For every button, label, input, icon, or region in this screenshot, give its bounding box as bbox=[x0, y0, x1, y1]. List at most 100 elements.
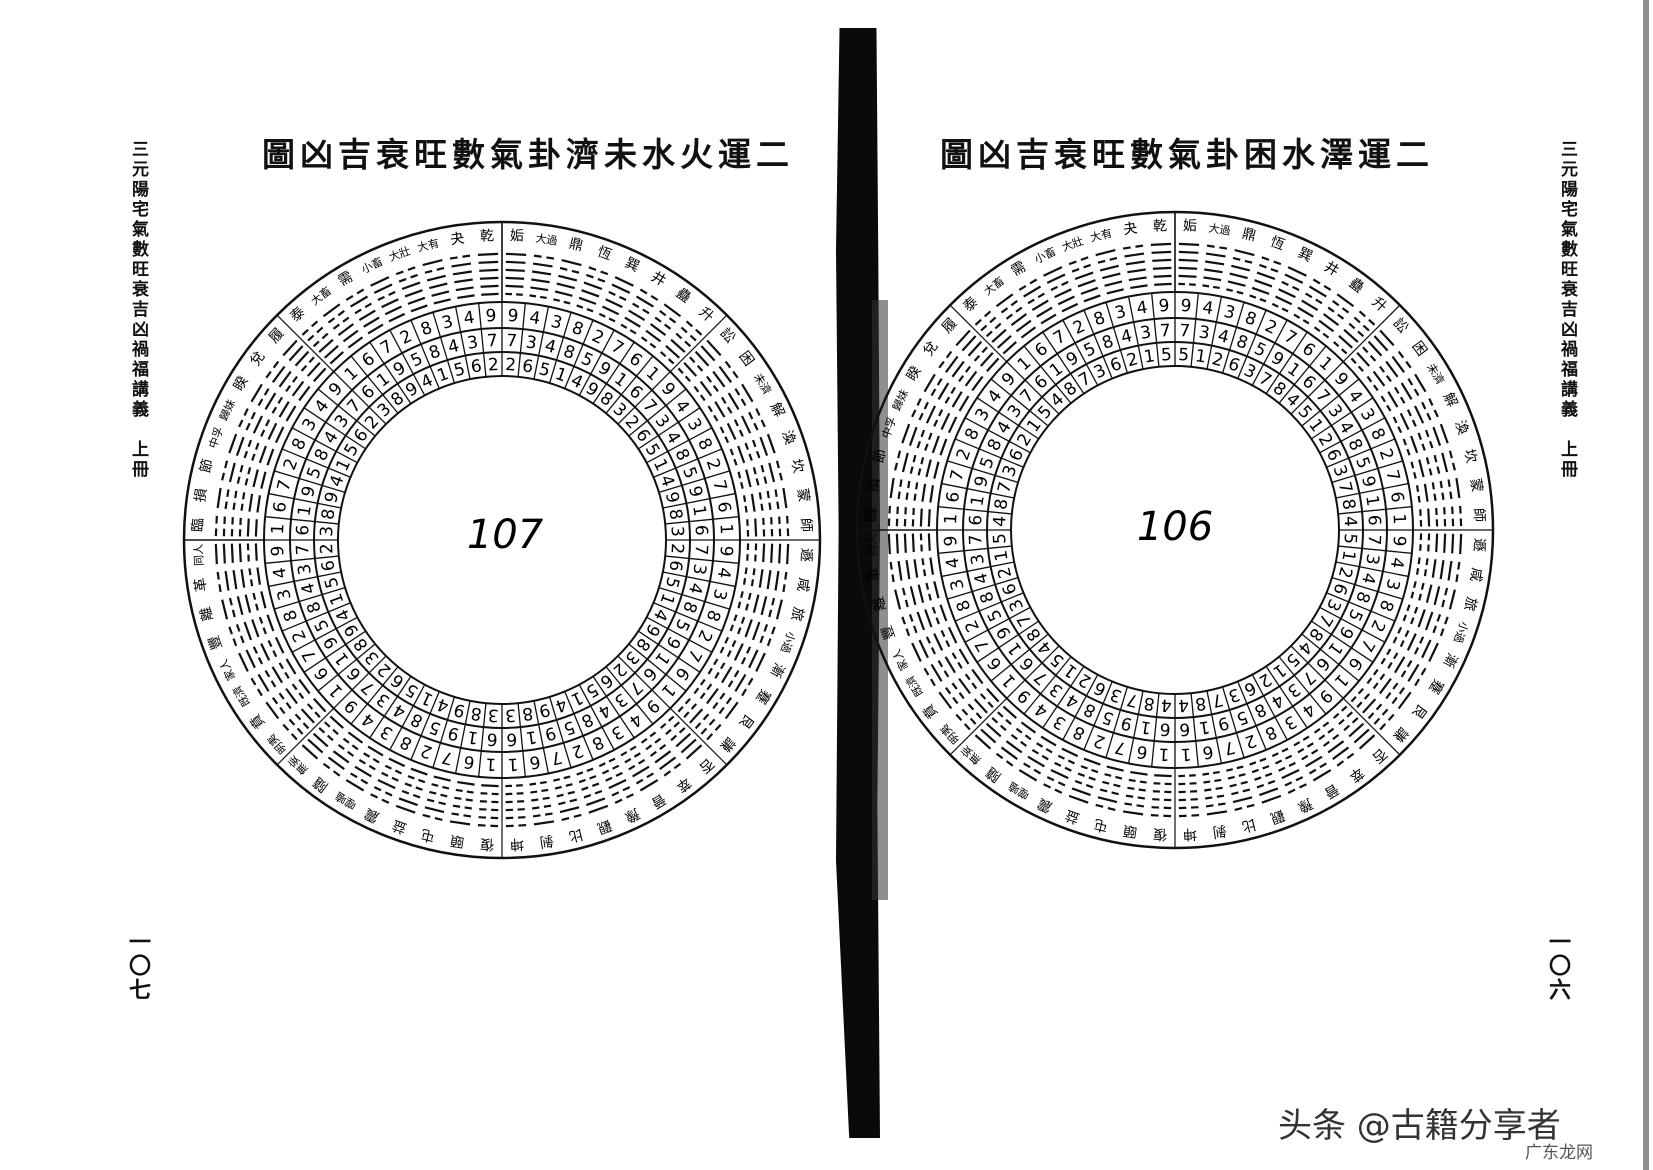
yang-line bbox=[532, 270, 552, 276]
ring3-number: 3 bbox=[317, 526, 338, 538]
hexagram-name: 蹇 bbox=[1425, 676, 1446, 696]
ring1-number: 9 bbox=[268, 545, 289, 557]
hexagram-name: 晉 bbox=[1321, 780, 1341, 801]
yang-line bbox=[933, 633, 944, 651]
ring2-number: 5 bbox=[1099, 706, 1116, 728]
yang-line bbox=[1387, 391, 1399, 408]
yin-line bbox=[267, 640, 278, 658]
hexagram-name: 革 bbox=[192, 577, 210, 593]
hexagram-name: 升 bbox=[696, 304, 717, 325]
yang-line bbox=[236, 596, 244, 616]
yin-line bbox=[1399, 630, 1410, 648]
yin-line bbox=[770, 517, 774, 537]
yin-line bbox=[1353, 316, 1370, 332]
yin-line bbox=[1249, 757, 1267, 766]
yang-line bbox=[282, 339, 298, 357]
yang-line bbox=[766, 570, 772, 590]
hexagram-name: 損 bbox=[192, 487, 210, 503]
ring1-number: 3 bbox=[549, 312, 564, 334]
yang-line bbox=[373, 283, 393, 294]
cell-divider bbox=[658, 586, 730, 610]
yin-line bbox=[1338, 711, 1353, 726]
ring3-number: 2 bbox=[317, 543, 338, 555]
ring1-number: 3 bbox=[274, 587, 296, 602]
yin-line bbox=[639, 288, 659, 301]
yang-line bbox=[258, 445, 267, 464]
hexagram-name: 噬嗑 bbox=[333, 789, 359, 812]
yang-line bbox=[384, 305, 402, 316]
ring2-number: 7 bbox=[1179, 321, 1191, 342]
yang-line bbox=[758, 569, 764, 588]
yang-line bbox=[291, 380, 305, 397]
yin-line bbox=[1380, 648, 1392, 665]
yin-line bbox=[1391, 687, 1406, 705]
yin-line bbox=[1350, 357, 1364, 372]
yin-line bbox=[964, 673, 978, 690]
yang-line bbox=[734, 673, 747, 692]
hexagram-name: 師 bbox=[797, 518, 814, 533]
hexagram-name: 井 bbox=[648, 269, 668, 290]
cell-divider bbox=[1251, 674, 1288, 741]
yin-line bbox=[1410, 461, 1417, 479]
yin-line bbox=[1414, 636, 1425, 655]
yang-line bbox=[1020, 721, 1037, 734]
yang-line bbox=[1106, 288, 1124, 295]
yang-line bbox=[700, 345, 716, 362]
cell-divider bbox=[1221, 686, 1245, 758]
yang-line bbox=[1308, 285, 1327, 298]
hexagram-name: 艮 bbox=[736, 711, 757, 732]
ring3-number: 5 bbox=[661, 575, 683, 590]
yang-line bbox=[1459, 533, 1463, 555]
yang-line bbox=[1343, 328, 1359, 343]
left-page-title: 圖凶吉衰旺數氣卦濟未水火運二 bbox=[262, 135, 794, 174]
yang-line bbox=[964, 370, 978, 387]
ring1-number: 3 bbox=[1381, 577, 1403, 592]
yin-line bbox=[370, 793, 390, 804]
cell-divider bbox=[990, 633, 1049, 682]
yin-line bbox=[1392, 416, 1403, 434]
yang-line bbox=[751, 621, 761, 641]
ring1-number: 8 bbox=[961, 425, 984, 443]
cell-divider bbox=[265, 516, 339, 525]
hexagram-name: 睽 bbox=[904, 364, 925, 384]
hexagram-name: 小過 bbox=[1451, 620, 1471, 645]
yin-line bbox=[1372, 673, 1386, 690]
yang-line bbox=[457, 294, 475, 300]
yang-line bbox=[1254, 279, 1273, 288]
yin-line bbox=[1281, 280, 1300, 291]
ring2-number: 8 bbox=[1099, 331, 1116, 353]
yang-line bbox=[971, 668, 984, 685]
yang-line bbox=[1362, 698, 1377, 714]
yang-line bbox=[1080, 286, 1099, 295]
yin-line bbox=[1178, 790, 1198, 794]
yin-line bbox=[529, 780, 547, 786]
ring2-number: 6 bbox=[691, 524, 712, 536]
ring2-number: 3 bbox=[1361, 552, 1382, 566]
yang-line bbox=[274, 426, 285, 444]
yang-line bbox=[583, 281, 603, 291]
yin-line bbox=[454, 796, 473, 802]
ring1-number: 2 bbox=[961, 617, 984, 635]
hexagram-name: 損 bbox=[865, 477, 883, 493]
ring2-number: 7 bbox=[966, 534, 987, 546]
hexagram-name: 無妄 bbox=[958, 743, 984, 768]
cell-divider bbox=[1265, 331, 1308, 395]
hexagram-name: 履 bbox=[266, 325, 287, 346]
yang-line bbox=[1256, 271, 1276, 281]
yin-line bbox=[576, 767, 594, 776]
yin-line bbox=[649, 744, 667, 757]
cell-divider bbox=[1042, 665, 1085, 729]
yang-line bbox=[1356, 352, 1371, 367]
hexagram-name: 歸妹 bbox=[216, 397, 238, 423]
yin-line bbox=[746, 543, 750, 561]
cell-divider bbox=[1237, 681, 1267, 751]
ring2-number: 8 bbox=[678, 599, 700, 616]
yang-line bbox=[251, 619, 260, 638]
ring1-number: 8 bbox=[702, 607, 724, 624]
yin-line bbox=[895, 506, 899, 527]
yang-line bbox=[1043, 266, 1063, 277]
yin-line bbox=[706, 375, 719, 393]
